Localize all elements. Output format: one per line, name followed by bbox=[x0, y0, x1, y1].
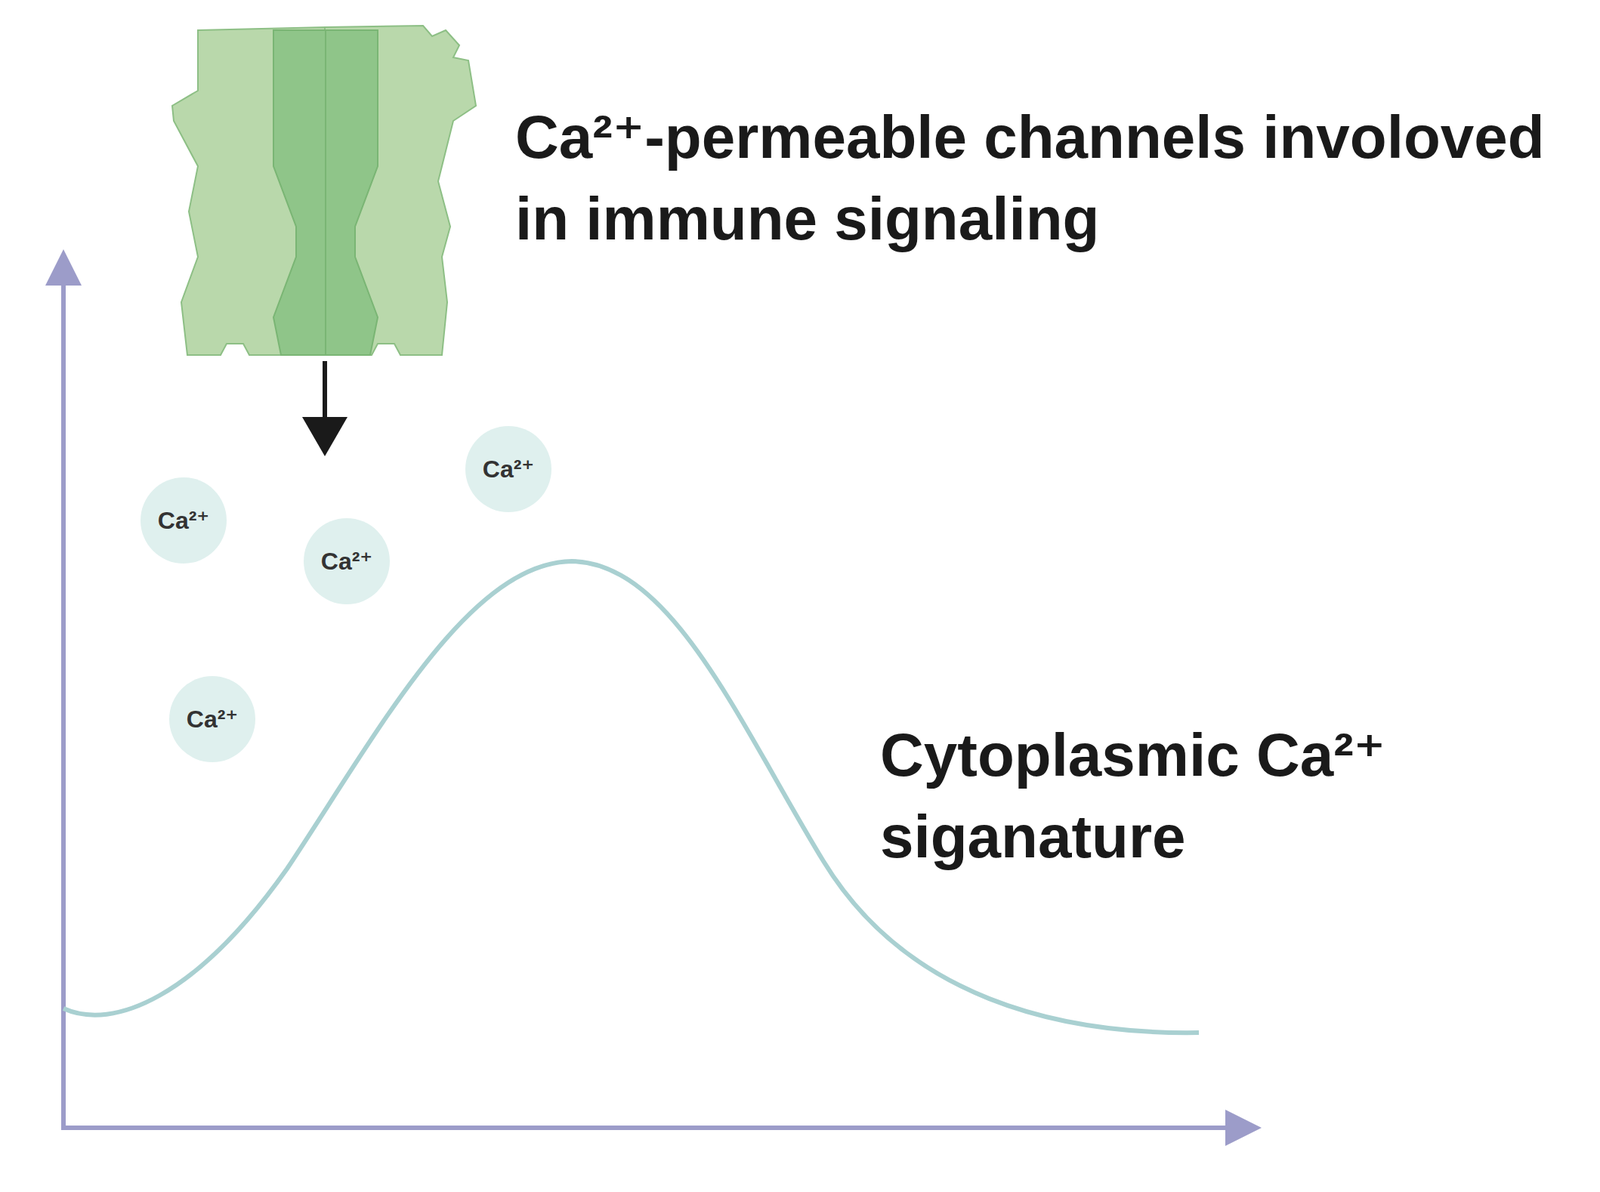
channel-heading: Ca²⁺-permeable channels involoved in imm… bbox=[515, 96, 1573, 260]
y-axis-arrowhead bbox=[45, 249, 82, 286]
y-axis bbox=[61, 271, 66, 1128]
ion-label: Ca²⁺ bbox=[321, 546, 373, 576]
x-axis-arrowhead bbox=[1225, 1109, 1262, 1146]
ion-label: Ca²⁺ bbox=[186, 704, 238, 734]
calcium-ion: Ca²⁺ bbox=[465, 426, 552, 513]
x-axis bbox=[61, 1125, 1236, 1131]
channel-protein bbox=[172, 25, 476, 356]
calcium-ion: Ca²⁺ bbox=[169, 676, 256, 763]
influx-arrowhead bbox=[302, 416, 348, 457]
ion-label: Ca²⁺ bbox=[482, 454, 535, 484]
influx-arrow bbox=[322, 361, 328, 424]
ion-label: Ca²⁺ bbox=[157, 506, 210, 535]
signature-curve bbox=[63, 561, 1199, 1033]
signature-label: Cytoplasmic Ca²⁺ siganature bbox=[880, 714, 1432, 878]
calcium-ion: Ca²⁺ bbox=[140, 477, 227, 564]
calcium-ion: Ca²⁺ bbox=[303, 518, 390, 605]
